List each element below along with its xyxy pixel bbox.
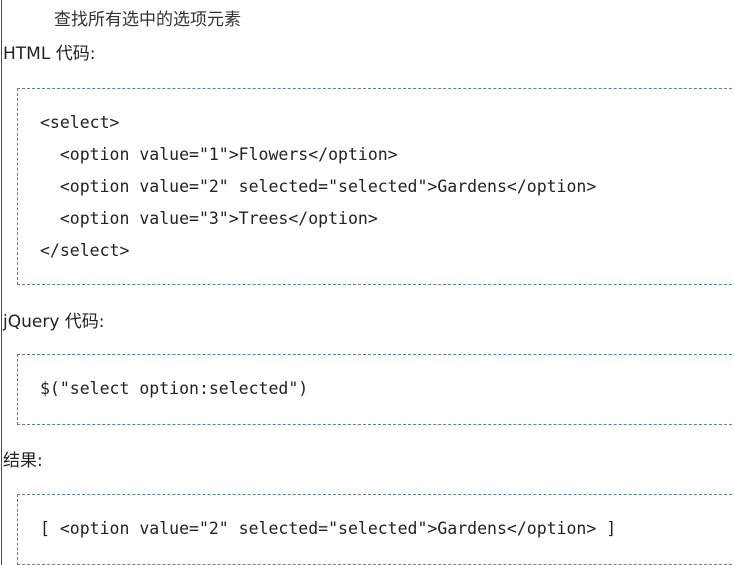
jquery-code-label: jQuery 代码: xyxy=(3,312,105,332)
left-border-rule xyxy=(1,0,2,565)
result-code-block: [ <option value="2" selected="selected">… xyxy=(17,494,734,565)
result-code-line-1: [ <option value="2" selected="selected">… xyxy=(40,519,617,538)
html-code-line-3: <option value="2" selected="selected">Ga… xyxy=(40,177,597,196)
html-code-line-5: </select> xyxy=(40,241,130,260)
jquery-code-line-1: $("select option:selected") xyxy=(40,379,309,398)
page-description: 查找所有选中的选项元素 xyxy=(54,10,241,30)
html-code-label: HTML 代码: xyxy=(3,44,96,64)
html-code-block: <select> <option value="1">Flowers</opti… xyxy=(17,88,734,285)
html-code-line-1: <select> xyxy=(40,113,120,132)
html-code-line-4: <option value="3">Trees</option> xyxy=(40,209,378,228)
jquery-code-block: $("select option:selected") xyxy=(17,354,734,425)
result-label: 结果: xyxy=(3,451,43,471)
html-code-line-2: <option value="1">Flowers</option> xyxy=(40,145,398,164)
